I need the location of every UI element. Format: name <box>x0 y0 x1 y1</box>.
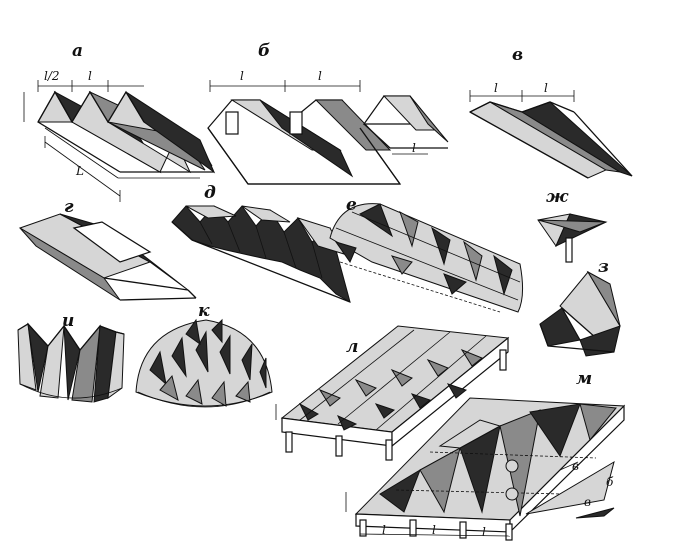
fig-a-dim-half-l: l/2 <box>44 69 60 83</box>
fig-d-label: д <box>204 183 216 203</box>
fig-b-dim-l1: l <box>240 69 244 83</box>
fig-z-gable: з <box>539 257 621 357</box>
fig-k-dome-facets <box>149 318 267 407</box>
fig-m-label: м <box>576 369 592 389</box>
fig-e-triangulated-vault: е <box>329 195 524 313</box>
fig-m-dim-l1: l <box>382 523 386 537</box>
fig-l-label: л <box>346 337 358 357</box>
fig-a-dim-l: l <box>88 69 92 83</box>
fig-zh-label: ж <box>546 187 569 207</box>
fig-a-dim-L: L <box>75 164 84 178</box>
fig-m-dim-b: б <box>606 475 614 489</box>
fig-d-zigzag-structure: д <box>171 183 351 304</box>
fig-m-dim-l2: l <box>432 523 436 537</box>
fig-i-folded-cylinder: и <box>17 311 125 403</box>
fig-e-label: е <box>346 195 357 215</box>
fig-b-label: б <box>258 41 270 61</box>
fig-m-dim-l3: l <box>482 525 486 539</box>
fig-k-label: к <box>198 301 210 321</box>
fig-b-dim-detail: l <box>412 141 416 155</box>
fig-z-label: з <box>598 257 609 277</box>
fig-g-label: г <box>64 197 74 217</box>
fig-b-trapezoid-folds: l l б l <box>207 41 449 185</box>
fig-v-dim-l1: l <box>494 81 498 95</box>
fig-l-folded-roof: л <box>275 325 510 461</box>
fig-m-dim-v-top: в <box>572 459 579 473</box>
fig-i-label: и <box>62 311 74 331</box>
fig-a-label: а <box>72 41 83 61</box>
fig-v-label: в <box>512 45 523 65</box>
fig-v-thin-folds: l l в <box>468 45 633 179</box>
fig-l-roof-folds <box>298 348 483 431</box>
fig-m-roof-folds <box>379 403 617 517</box>
fig-zh-pyramid: ж <box>537 187 608 263</box>
fig-m-folded-roof: l l l м в б в <box>345 369 626 541</box>
fig-a-folded-plate: l/2 l L а <box>23 41 216 202</box>
fig-v-dim-l2: l <box>544 81 548 95</box>
fig-k-folded-dome: к <box>135 301 273 408</box>
fig-m-dim-v: в <box>584 495 591 509</box>
fig-b-dim-l2: l <box>318 69 322 83</box>
fig-g-trough-shell: г <box>18 197 197 301</box>
